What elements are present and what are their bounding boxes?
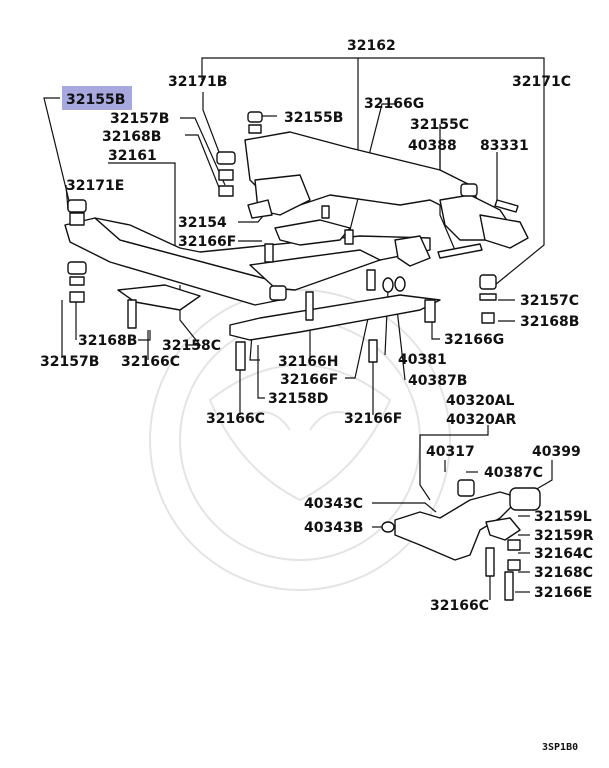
label-40387B[interactable]: 40387B (408, 373, 467, 389)
label-40387C[interactable]: 40387C (484, 465, 543, 481)
label-32171E[interactable]: 32171E (66, 178, 124, 194)
label-32166C-c[interactable]: 32166C (430, 598, 489, 614)
label-32166G-top[interactable]: 32166G (364, 96, 424, 112)
label-32166C-b[interactable]: 32166C (206, 411, 265, 427)
label-32155B-highlighted[interactable]: 32155B (66, 92, 125, 108)
label-40343C[interactable]: 40343C (304, 496, 363, 512)
label-40317[interactable]: 40317 (426, 444, 475, 460)
label-40320AR[interactable]: 40320AR (446, 412, 517, 428)
label-32154[interactable]: 32154 (178, 215, 227, 231)
label-32164C[interactable]: 32164C (534, 546, 593, 562)
label-32168B-top[interactable]: 32168B (102, 129, 161, 145)
label-32159R[interactable]: 32159R (534, 528, 594, 544)
crossmember-assembly (64, 131, 529, 341)
label-32171B[interactable]: 32171B (168, 74, 227, 90)
callout-labels: 32162 32171B 32171C 32155B 32157B 32155B… (40, 38, 594, 614)
label-32166F-a[interactable]: 32166F (178, 234, 236, 250)
lower-arm-assembly (381, 479, 541, 601)
label-32159L[interactable]: 32159L (534, 509, 592, 525)
label-32161[interactable]: 32161 (108, 148, 157, 164)
label-32168B-left[interactable]: 32168B (78, 333, 137, 349)
label-32166H[interactable]: 32166H (278, 354, 338, 370)
label-32166F-c[interactable]: 32166F (344, 411, 402, 427)
label-32166G-bottom[interactable]: 32166G (444, 332, 504, 348)
watermark-emblem (149, 289, 451, 591)
diagram-code: 3SP1B0 (542, 742, 578, 753)
label-32155B[interactable]: 32155B (284, 110, 343, 126)
label-40399[interactable]: 40399 (532, 444, 581, 460)
hardware (67, 111, 519, 371)
label-40320AL[interactable]: 40320AL (446, 393, 515, 409)
label-32166F-b[interactable]: 32166F (280, 372, 338, 388)
selected-part-highlight (62, 86, 132, 110)
label-40388[interactable]: 40388 (408, 138, 457, 154)
label-32158C[interactable]: 32158C (162, 338, 221, 354)
label-32166C-a[interactable]: 32166C (121, 354, 180, 370)
label-32157C[interactable]: 32157C (520, 293, 579, 309)
label-32168B-right[interactable]: 32168B (520, 314, 579, 330)
label-40343B[interactable]: 40343B (304, 520, 363, 536)
label-83331[interactable]: 83331 (480, 138, 529, 154)
label-32168C[interactable]: 32168C (534, 565, 593, 581)
label-32157B-top[interactable]: 32157B (110, 111, 169, 127)
label-40381[interactable]: 40381 (398, 352, 447, 368)
label-32162[interactable]: 32162 (347, 38, 396, 54)
label-32166E[interactable]: 32166E (534, 585, 592, 601)
label-32155C[interactable]: 32155C (410, 117, 469, 133)
label-32171C[interactable]: 32171C (512, 74, 571, 90)
label-32158D[interactable]: 32158D (268, 391, 328, 407)
label-32157B-left[interactable]: 32157B (40, 354, 99, 370)
